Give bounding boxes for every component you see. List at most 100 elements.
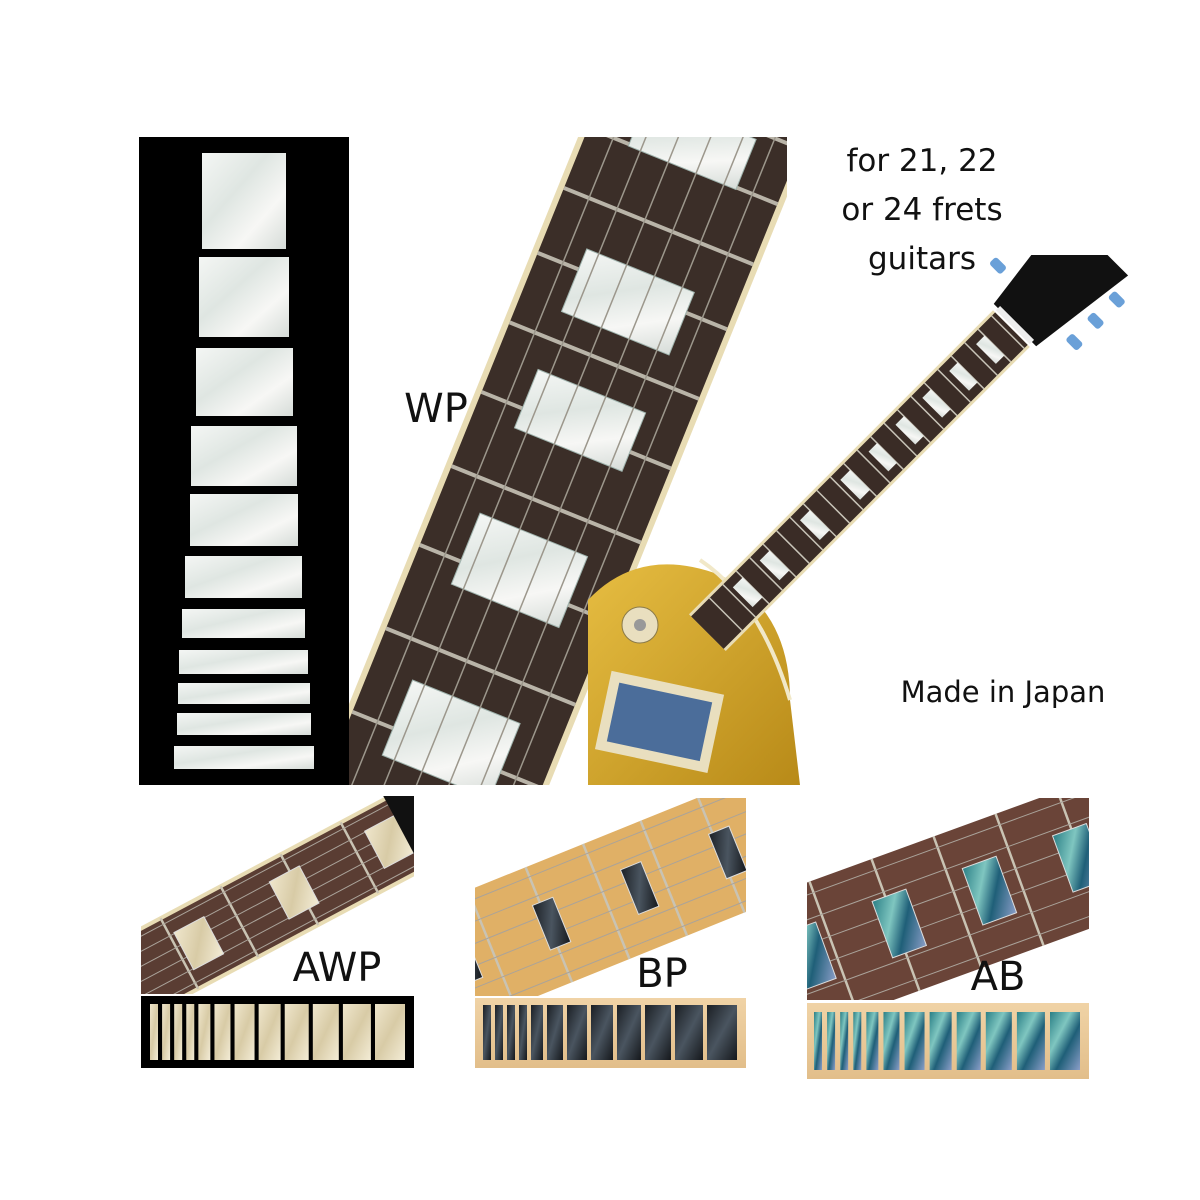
inlay-strip-block bbox=[814, 1012, 822, 1070]
wp-inlay-block bbox=[191, 426, 297, 486]
guitar-string bbox=[400, 137, 740, 785]
inlay bbox=[895, 416, 924, 445]
fret-wire bbox=[1120, 769, 1168, 901]
inlay-strip-block bbox=[519, 1005, 527, 1060]
wp-inlay-block bbox=[196, 348, 293, 416]
wp-inlay-block bbox=[174, 746, 314, 769]
gold-top-guitar-photo bbox=[588, 214, 1129, 785]
inlay-strip-block bbox=[883, 1012, 900, 1070]
fret-wire bbox=[856, 449, 891, 484]
fret-wire bbox=[639, 820, 689, 937]
wp-inlay-block bbox=[178, 683, 310, 704]
inlay-strip-block bbox=[1050, 1012, 1080, 1070]
inlay-strip-block bbox=[495, 1005, 503, 1060]
wp-inlay-block bbox=[199, 257, 289, 337]
inlay bbox=[531, 896, 572, 951]
fret-wire bbox=[581, 843, 631, 960]
inlay-strip-block bbox=[531, 1005, 543, 1060]
inlay bbox=[868, 443, 897, 472]
inlay bbox=[961, 855, 1018, 926]
inlay-strip-block bbox=[956, 1012, 981, 1070]
inlay-strip-block bbox=[214, 1004, 231, 1060]
inlay-strip-block bbox=[258, 1004, 281, 1060]
wp-inlay-block bbox=[177, 713, 311, 735]
inlay-strip-block bbox=[284, 1004, 309, 1060]
fret-wire bbox=[991, 315, 1025, 349]
headstock-logo: Gibson bbox=[699, 0, 780, 52]
wp-inlay-block bbox=[202, 153, 286, 249]
fret-wire bbox=[964, 342, 998, 376]
bp-label: BP bbox=[636, 951, 688, 997]
fret-wire bbox=[923, 382, 958, 417]
guitar-string bbox=[807, 798, 1089, 940]
fret-wire bbox=[735, 570, 770, 605]
fret-wire bbox=[789, 516, 824, 551]
inlay bbox=[922, 389, 951, 418]
fret-wire bbox=[339, 821, 380, 894]
fret-wire bbox=[897, 409, 931, 443]
fret-wire bbox=[722, 584, 756, 618]
fret-wire bbox=[950, 355, 985, 390]
wp-inlay-block bbox=[185, 556, 302, 598]
inlay bbox=[707, 825, 746, 880]
headline-line-1: for 21, 22 bbox=[846, 143, 997, 179]
wp-inlay-set-panel bbox=[139, 137, 349, 785]
wp-inlay bbox=[627, 137, 757, 191]
inlay-strip-block bbox=[985, 1012, 1012, 1070]
guitar-string bbox=[349, 137, 684, 785]
wp-inlay-block bbox=[179, 650, 308, 674]
guitar-string bbox=[373, 137, 712, 785]
wp-inlay bbox=[381, 679, 521, 785]
inlay-strip-block bbox=[483, 1005, 491, 1060]
inlay-strip-block bbox=[866, 1012, 879, 1070]
wp-inlay bbox=[560, 248, 695, 356]
fret-wire bbox=[475, 889, 516, 996]
inlay-strip-block bbox=[234, 1004, 255, 1060]
inlay-strip-block bbox=[707, 1005, 737, 1060]
inlay-strip-block bbox=[929, 1012, 952, 1070]
inlay-strip-block bbox=[342, 1004, 371, 1060]
wp-inlay bbox=[513, 368, 647, 472]
humbucker-pickup bbox=[606, 682, 713, 762]
guitar-string bbox=[141, 804, 414, 994]
inlay-strip-block bbox=[904, 1012, 925, 1070]
inlay-strip-block bbox=[567, 1005, 587, 1060]
headline-line-2: or 24 frets bbox=[841, 192, 1002, 228]
fret-compatibility-text: for 21, 22 or 24 frets guitars bbox=[841, 143, 1002, 277]
awp-label: AWP bbox=[293, 945, 382, 991]
awp-neck-photo bbox=[141, 796, 414, 994]
inlay bbox=[871, 888, 928, 959]
guitar-string bbox=[349, 137, 656, 785]
fret-wire bbox=[749, 557, 783, 591]
wp-inlay bbox=[450, 512, 589, 629]
bp-neck-photo bbox=[475, 798, 746, 996]
guitar-string bbox=[456, 137, 787, 785]
tuner-button bbox=[1066, 334, 1083, 350]
inlay-strip-block bbox=[174, 1004, 183, 1060]
guitar-string bbox=[475, 857, 746, 996]
inlay-strip-block bbox=[617, 1005, 641, 1060]
inlay-strip-block bbox=[645, 1005, 671, 1060]
guitar-string bbox=[141, 796, 414, 994]
wp-label: WP bbox=[404, 386, 468, 432]
headline-line-3: guitars bbox=[868, 241, 976, 277]
wp-inlay-block bbox=[182, 609, 305, 638]
tuner-button bbox=[990, 257, 1006, 274]
headstock bbox=[656, 0, 835, 98]
inlay-strip-block bbox=[675, 1005, 703, 1060]
guitar-string bbox=[475, 798, 746, 950]
tuner-button bbox=[1031, 214, 1049, 232]
guitar-string bbox=[807, 833, 1089, 1000]
fret-wire bbox=[883, 422, 918, 457]
inlay-strip-block bbox=[150, 1004, 158, 1060]
made-in-japan-text: Made in Japan bbox=[901, 675, 1106, 709]
inlay-strip-block bbox=[827, 1012, 836, 1070]
fret-wire bbox=[977, 328, 1012, 363]
guitar-headstock bbox=[993, 255, 1129, 347]
fret-wire bbox=[219, 885, 260, 958]
inlay-strip-block bbox=[186, 1004, 195, 1060]
inlay bbox=[949, 362, 978, 391]
inlay bbox=[759, 550, 790, 581]
fret-wire bbox=[563, 186, 754, 267]
fret-wire bbox=[932, 836, 983, 969]
